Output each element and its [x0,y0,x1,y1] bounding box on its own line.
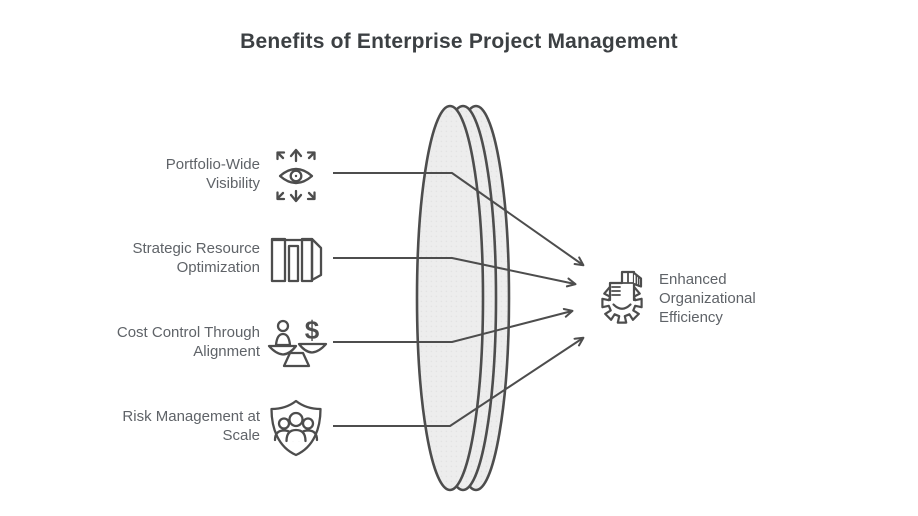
label-resource-optimization: Strategic Resource Optimization [80,239,260,277]
gear-smile [612,303,632,310]
building-tower-lines [621,271,635,284]
building-flag-lines [635,274,640,287]
connector-risk-management [333,336,585,427]
lens-graphic [415,104,511,492]
label-line: Enhanced [659,271,727,288]
label-portfolio-visibility: Portfolio-Wide Visibility [80,155,260,193]
risk-shield-team-icon [270,399,322,457]
diagram-title: Benefits of Enterprise Project Managemen… [240,30,678,53]
building-flag [632,271,643,288]
label-enhanced-efficiency: Enhanced Organizational Efficiency [659,270,799,327]
lens-front-layer [415,104,485,492]
connector-lines [333,172,585,427]
label-line: Scale [222,427,260,444]
connector-portfolio-visibility [333,172,585,267]
connector-resource-optimization [333,257,577,288]
label-line: Optimization [176,259,260,276]
label-line: Efficiency [659,309,723,326]
label-line: Visibility [206,175,260,192]
label-line: Cost Control Through [116,324,260,341]
building-ledger-lines [611,286,621,296]
dollar-glyph: $ [305,315,320,345]
label-line: Portfolio-Wide [165,156,260,173]
visibility-eye-arrows-icon [276,148,316,203]
label-cost-control: Cost Control Through Alignment [80,323,260,361]
label-line: Organizational [659,290,756,307]
cost-balance-scale-icon: $ [267,315,328,368]
label-line: Strategic Resource [132,240,260,257]
efficiency-gear-building-icon [601,270,643,324]
label-line: Alignment [193,343,260,360]
connector-cost-control [333,308,574,343]
label-line: Risk Management at [122,408,260,425]
resource-library-icon [270,237,323,283]
label-risk-management: Risk Management at Scale [80,407,260,445]
gear-outline [601,286,643,324]
